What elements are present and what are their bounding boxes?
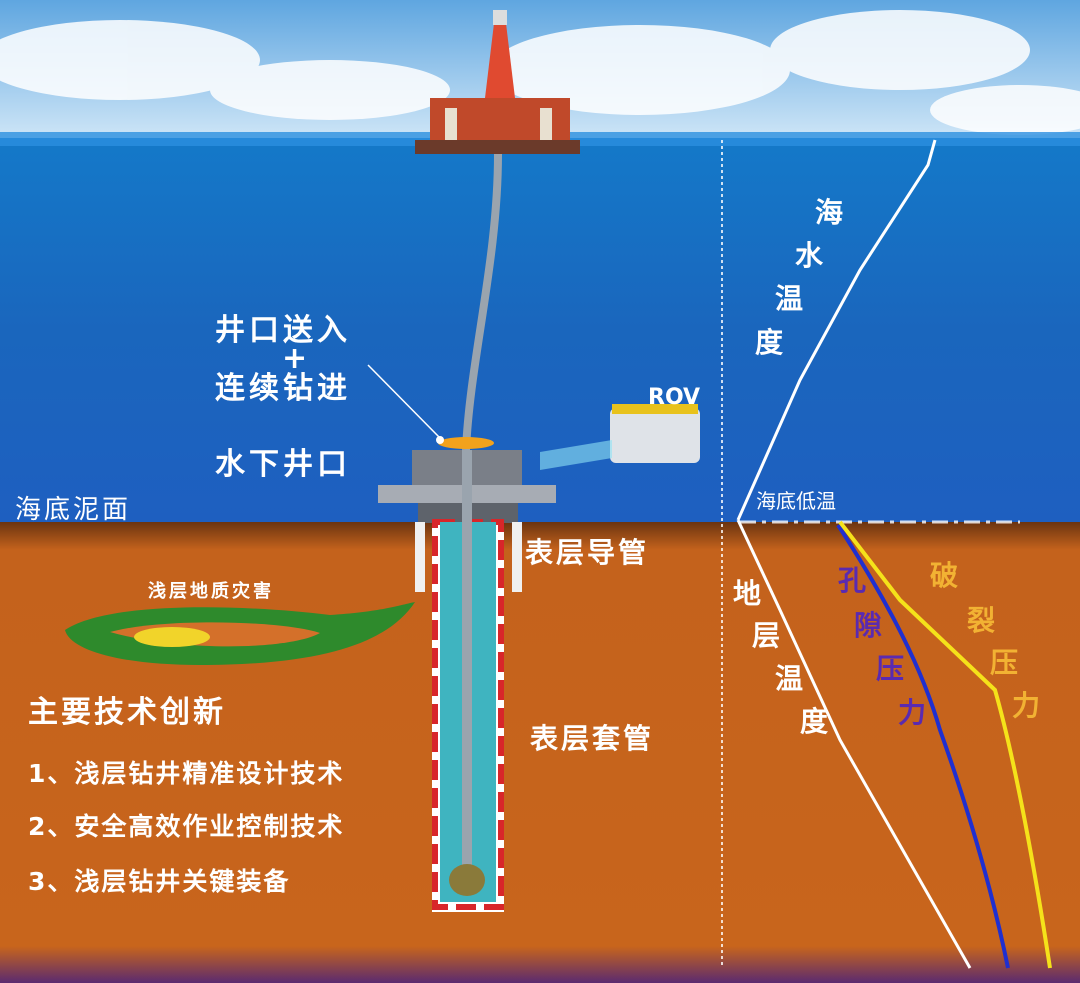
callout-dot	[436, 436, 444, 444]
fracture-pressure-label: 破 裂 压 力	[930, 559, 1040, 722]
shallow-hazard-zone	[65, 602, 415, 665]
subsea-wellhead-label: 水下井口	[215, 447, 351, 482]
shallow-hazard-label: 浅层地质灾害	[148, 580, 274, 602]
rov-vehicle	[540, 404, 700, 470]
char: 力	[1012, 689, 1040, 722]
char: 隙	[854, 609, 882, 642]
char: 压	[876, 652, 904, 685]
formation-temperature-label: 地 层 温 度	[733, 577, 828, 738]
char: 孔	[838, 564, 866, 597]
char: 层	[752, 619, 780, 652]
innovations-title: 主要技术创新	[28, 695, 226, 730]
char: 力	[898, 696, 926, 729]
seawater-temperature-curve	[736, 139, 937, 521]
char: 度	[755, 326, 783, 359]
casing-string	[415, 450, 522, 912]
char: 海	[815, 196, 843, 229]
innovation-item: 3、浅层钻井关键装备	[28, 867, 290, 896]
seabed-low-temp-label: 海底低温	[756, 489, 836, 513]
char: 温	[775, 662, 803, 695]
char: 裂	[967, 604, 995, 637]
char: 地	[733, 577, 761, 610]
conductor-label: 表层导管	[525, 536, 649, 569]
riser	[462, 153, 502, 451]
pore-pressure-curve	[836, 523, 1010, 969]
pore-pressure-label: 孔 隙 压 力	[838, 564, 926, 729]
formation-temperature-curve	[736, 519, 972, 969]
innovation-item: 1、浅层钻井精准设计技术	[28, 759, 344, 788]
fracture-pressure-curve	[838, 520, 1052, 969]
plus-label: +	[282, 341, 307, 376]
clouds	[0, 10, 1080, 135]
seawater-temperature-label: 海 水 温 度	[755, 196, 843, 359]
char: 度	[800, 705, 828, 738]
drilling-platform	[415, 10, 580, 154]
char: 破	[930, 559, 958, 592]
innovation-item: 2、安全高效作业控制技术	[28, 812, 344, 841]
char: 水	[795, 239, 824, 272]
surface-casing-label: 表层套管	[530, 722, 654, 755]
wellhead-entry-label: 井口送入	[215, 313, 351, 348]
continuous-drilling-label: 连续钻进	[215, 371, 351, 406]
mudline-label: 海底泥面	[15, 495, 131, 525]
rov-label: ROV	[648, 385, 700, 410]
callout-leader	[367, 364, 441, 439]
char: 压	[990, 646, 1018, 679]
char: 温	[775, 282, 803, 315]
